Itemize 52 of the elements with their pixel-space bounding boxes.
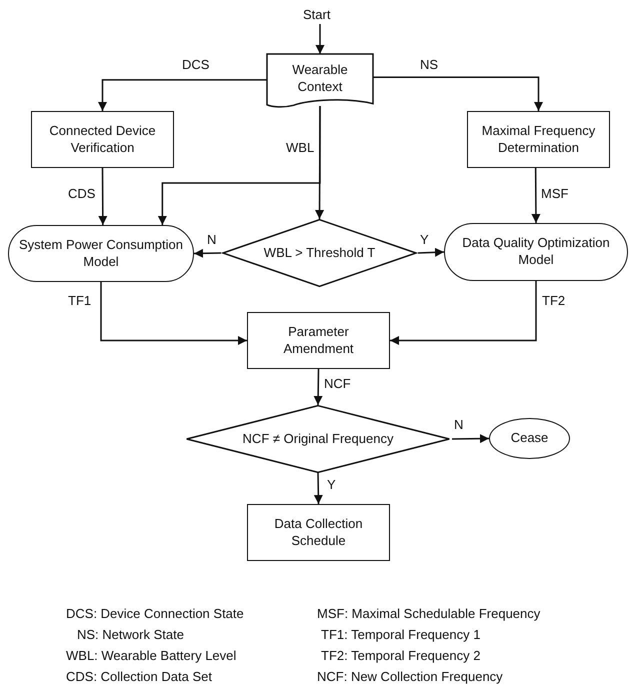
edge-label: Y: [420, 233, 429, 246]
edge-label: CDS: [68, 187, 96, 200]
node-label: Data Collection Schedule: [273, 516, 364, 550]
abbreviation-note: CDS: Collection Data Set: [66, 670, 212, 683]
abbreviation-note: TF2: Temporal Frequency 2: [321, 649, 480, 662]
process-box: [467, 111, 610, 168]
arrow: [452, 434, 490, 444]
edge-label: N: [207, 233, 216, 246]
arrow: [158, 106, 321, 225]
arrow: [314, 472, 323, 504]
node-label: Wearable Context: [291, 62, 349, 96]
node-label: Data Quality Optimization Model: [461, 235, 611, 269]
arrow: [418, 248, 444, 257]
edge-label: TF2: [542, 294, 566, 307]
node-label: Connected Device Verification: [48, 122, 157, 156]
edge-label: MSF: [541, 187, 568, 200]
arrow: [390, 281, 537, 345]
process-box: [247, 312, 390, 369]
edge-label: NCF: [324, 377, 351, 390]
arrow: [315, 106, 324, 219]
edge-label: Y: [327, 478, 336, 491]
arrow: [531, 168, 540, 223]
node-label: Parameter Amendment: [282, 324, 355, 358]
decision-diamond: [221, 219, 418, 287]
edge-label: N: [454, 418, 464, 431]
process-box: [31, 111, 174, 168]
abbreviation-note: NS: Network State: [77, 628, 184, 641]
arrow: [373, 76, 543, 111]
arrow: [314, 368, 323, 406]
node-label: Maximal Frequency Determination: [480, 122, 596, 156]
abbreviation-note: MSF: Maximal Schedulable Frequency: [317, 607, 540, 620]
decision-diamond: [184, 405, 452, 473]
edge-label: WBL: [286, 141, 314, 154]
node-label: Cease: [510, 430, 550, 447]
node-label: WBL > Threshold T: [262, 244, 376, 262]
edge-label: NS: [420, 58, 438, 71]
arrow: [194, 248, 222, 258]
abbreviation-note: TF1: Temporal Frequency 1: [321, 628, 480, 641]
arrow: [98, 79, 267, 111]
arrow: [98, 168, 108, 225]
document-box: [267, 54, 373, 108]
edge-label: TF1: [68, 294, 92, 307]
abbreviation-note: WBL: Wearable Battery Level: [66, 649, 236, 662]
abbreviation-note: NCF: New Collection Frequency: [317, 670, 503, 683]
edge-label: DCS: [182, 58, 210, 71]
abbreviation-note: DCS: Device Connection State: [66, 607, 244, 620]
process-box: [247, 504, 390, 561]
arrow: [316, 24, 324, 54]
start-label: Start: [303, 7, 330, 24]
node-label: System Power Consumption Model: [18, 236, 184, 270]
node-label: NCF ≠ Original Frequency: [242, 430, 394, 448]
arrow: [100, 282, 247, 345]
